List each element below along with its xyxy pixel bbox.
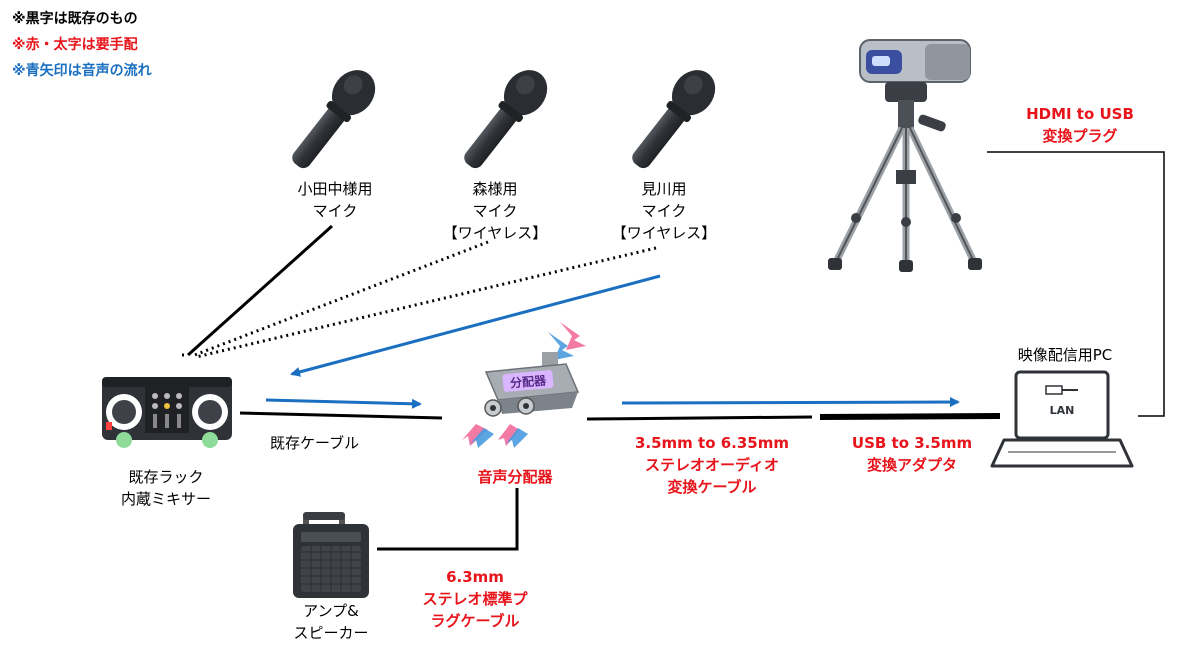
- mic2-label: 森様用 マイク 【ワイヤレス】: [442, 180, 548, 242]
- mic1-cable-line: [186, 224, 334, 357]
- existing-cable-line: [239, 411, 443, 420]
- mixer-rack-icon: [102, 377, 232, 448]
- mic1-icon: [292, 70, 376, 169]
- splitter-icon: 分配器: [462, 322, 586, 448]
- existing-cable-label: 既存ケーブル: [270, 434, 360, 452]
- legend-blue-note: ※青矢印は音声の流れ: [12, 63, 152, 79]
- mic3-label: 見川用 マイク 【ワイヤレス】: [611, 180, 717, 242]
- legend: ※黒字は既存のもの ※赤・太字は要手配 ※青矢印は音声の流れ: [12, 6, 152, 84]
- mic2-wireless-line: [191, 240, 489, 358]
- amp-speaker-icon: [293, 512, 369, 598]
- camera-cable-line: [987, 151, 1165, 417]
- audio-flow-arrow-mixer-to-splitter: [265, 398, 422, 409]
- stereo-cable-line: [586, 415, 813, 421]
- hdmi-usb-label: HDMI to USB 変換プラグ: [1026, 105, 1134, 145]
- usb-adapter-label: USB to 3.5mm 変換アダプタ: [851, 434, 973, 474]
- usb-adapter-line: [819, 413, 1001, 420]
- mixer-label: 既存ラック 内蔵ミキサー: [120, 468, 211, 508]
- legend-red-note: ※赤・太字は要手配: [12, 37, 138, 53]
- pc-screen-lan-text: LAN: [1050, 404, 1075, 417]
- legend-black-note: ※黒字は既存のもの: [12, 11, 138, 27]
- splitter-label: 音声分配器: [477, 468, 553, 486]
- pc-label: 映像配信用PC: [1017, 346, 1113, 364]
- amp-label: アンプ& スピーカー: [293, 602, 369, 642]
- mic3-icon: [632, 70, 716, 169]
- laptop-pc-icon: LAN: [990, 370, 1134, 468]
- mic2-icon: [464, 70, 548, 169]
- stereo-conversion-cable-label: 3.5mm to 6.35mm ステレオオーディオ 変換ケーブル: [634, 434, 790, 496]
- amp-cable-line: [377, 488, 519, 551]
- mic1-label: 小田中様用 マイク: [297, 180, 373, 220]
- audio-flow-arrow-mic-to-mixer: [290, 274, 661, 377]
- mic3-wireless-line: [195, 246, 657, 359]
- audio-flow-arrow-splitter-to-pc: [621, 397, 960, 408]
- splitter-device-text: 分配器: [509, 372, 547, 390]
- cable-63mm-label: 6.3mm ステレオ標準プ ラグケーブル: [422, 568, 528, 630]
- camera-tripod-icon: [828, 39, 982, 272]
